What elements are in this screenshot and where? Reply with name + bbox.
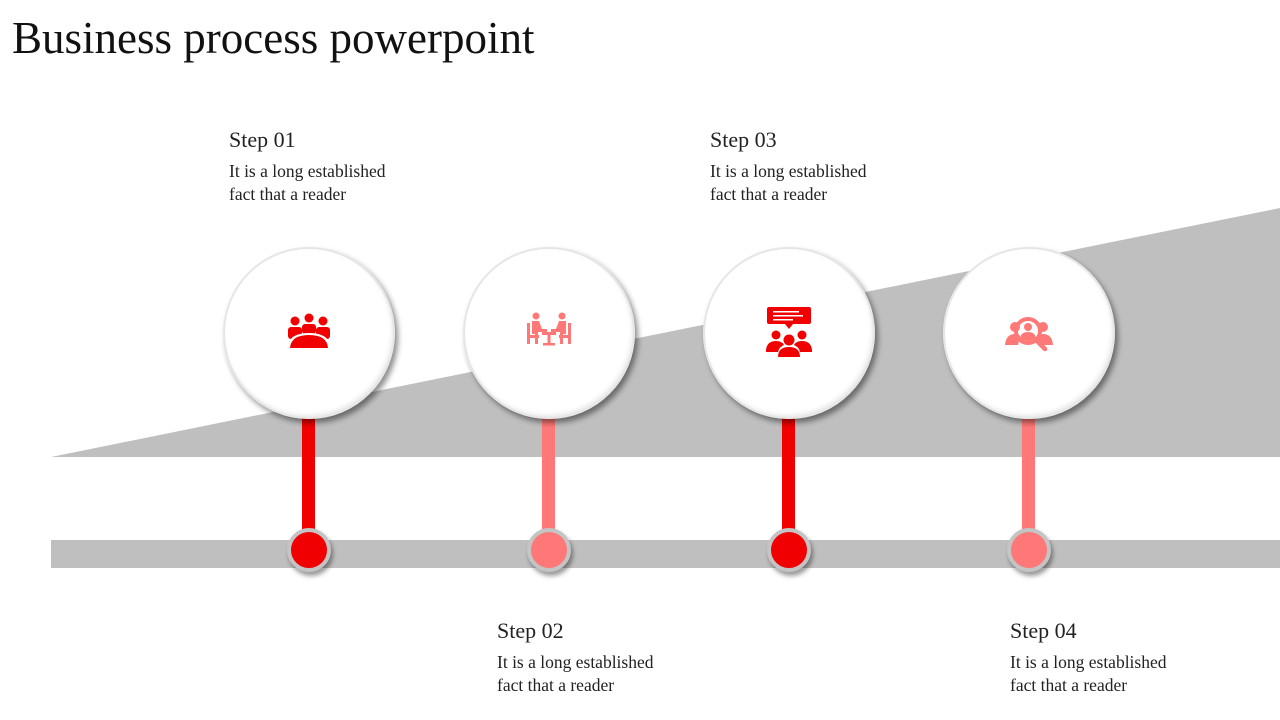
step-2-desc-line-2: fact that a reader: [497, 675, 615, 695]
step-1-description: It is a long established fact that a rea…: [229, 160, 449, 206]
step-4-circle: [943, 247, 1115, 419]
step-1-desc-line-2: fact that a reader: [229, 184, 347, 204]
step-1-marker: [287, 528, 331, 572]
step-4-description: It is a long established fact that a rea…: [1010, 651, 1230, 697]
step-2-circle: [463, 247, 635, 419]
step-2-desc-line-1: It is a long established: [497, 652, 654, 672]
step-3-text: Step 03 It is a long established fact th…: [710, 126, 930, 206]
step-4-desc-line-2: fact that a reader: [1010, 675, 1128, 695]
step-1-circle: [223, 247, 395, 419]
step-3-circle: [703, 247, 875, 419]
step-4-desc-line-1: It is a long established: [1010, 652, 1167, 672]
meeting-table-icon: [288, 313, 330, 348]
group-discussion-icon: [766, 307, 812, 357]
step-4-text: Step 04 It is a long established fact th…: [1010, 617, 1230, 697]
step-1-label: Step 01: [229, 127, 296, 152]
step-1-text: Step 01 It is a long established fact th…: [229, 126, 449, 206]
step-3-desc-line-1: It is a long established: [710, 161, 867, 181]
step-2-description: It is a long established fact that a rea…: [497, 651, 717, 697]
step-2-connector: [542, 415, 555, 535]
step-3-connector: [782, 415, 795, 535]
step-4-connector: [1022, 415, 1035, 535]
step-2-text: Step 02 It is a long established fact th…: [497, 617, 717, 697]
step-3-label: Step 03: [710, 127, 777, 152]
slide-title: Business process powerpoint: [12, 13, 535, 63]
step-4-label: Step 04: [1010, 618, 1077, 643]
step-1-desc-line-1: It is a long established: [229, 161, 386, 181]
user-search-icon: [1005, 317, 1053, 352]
step-3-desc-line-2: fact that a reader: [710, 184, 828, 204]
step-1-connector: [302, 415, 315, 535]
step-4-marker: [1007, 528, 1051, 572]
step-2-marker: [527, 528, 571, 572]
timeline-bar: [51, 540, 1280, 568]
step-3-description: It is a long established fact that a rea…: [710, 160, 930, 206]
step-2-label: Step 02: [497, 618, 564, 643]
two-people-at-table-icon: [527, 312, 571, 346]
step-3-marker: [767, 528, 811, 572]
